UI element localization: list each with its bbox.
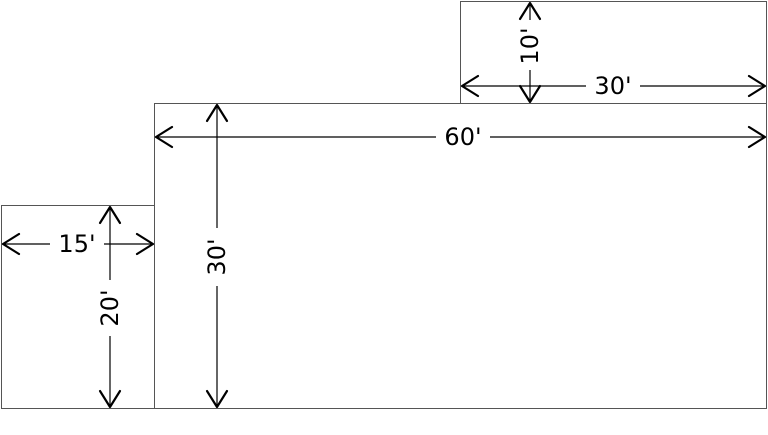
- top-room-height-dimension: 10': [516, 1, 544, 104]
- arrow-down-icon: [518, 84, 542, 104]
- side-room-width-dimension: 15': [1, 230, 155, 258]
- main-room-width-dimension: 60': [154, 123, 767, 151]
- arrow-left-icon: [460, 74, 480, 98]
- arrow-right-icon: [135, 232, 155, 256]
- arrow-left-icon: [1, 232, 21, 256]
- arrow-up-icon: [98, 205, 122, 225]
- top-room-height-label: 10': [516, 27, 544, 64]
- arrow-up-icon: [518, 1, 542, 21]
- arrow-left-icon: [154, 125, 174, 149]
- main-room-outline: [154, 103, 767, 409]
- side-room-width-label: 15': [58, 230, 95, 258]
- arrow-up-icon: [205, 103, 229, 123]
- side-room-outline: [1, 205, 155, 409]
- arrow-right-icon: [747, 125, 767, 149]
- arrow-right-icon: [747, 74, 767, 98]
- main-room-height-dimension: 30': [203, 103, 231, 409]
- main-room-width-label: 60': [444, 123, 481, 151]
- top-room-width-label: 30': [594, 72, 631, 100]
- arrow-down-icon: [205, 389, 229, 409]
- side-room-height-label: 20': [96, 289, 124, 326]
- main-room-height-label: 30': [203, 238, 231, 275]
- arrow-down-icon: [98, 389, 122, 409]
- side-room-height-dimension: 20': [96, 205, 124, 409]
- top-room-width-dimension: 30': [460, 72, 767, 100]
